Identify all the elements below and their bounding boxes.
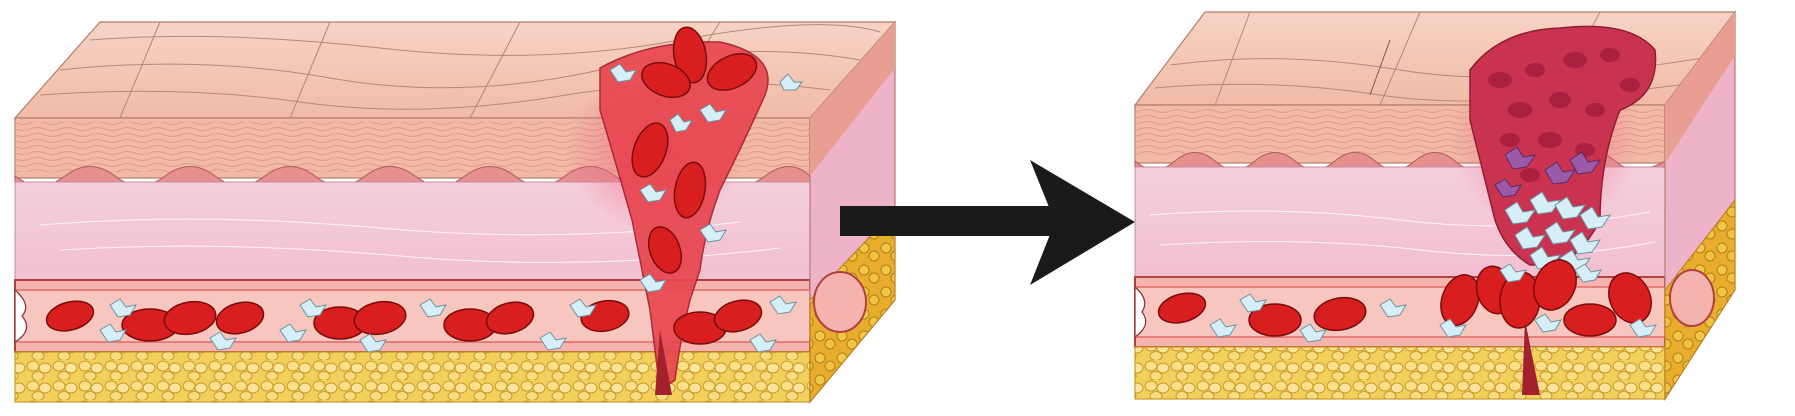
fat-layer (14, 351, 811, 403)
right-arrow-icon (840, 160, 1135, 285)
panel-clot-formed (1133, 10, 1737, 402)
red-blood-cells (45, 26, 763, 345)
panel-wound-bleeding (13, 20, 897, 404)
platelets (99, 63, 803, 353)
red-blood-cells (1157, 259, 1652, 337)
activated-platelets-purple (1494, 146, 1602, 198)
fibrin-mesh (1488, 48, 1640, 182)
fat-layer (1134, 346, 1666, 400)
platelets (1209, 263, 1658, 343)
